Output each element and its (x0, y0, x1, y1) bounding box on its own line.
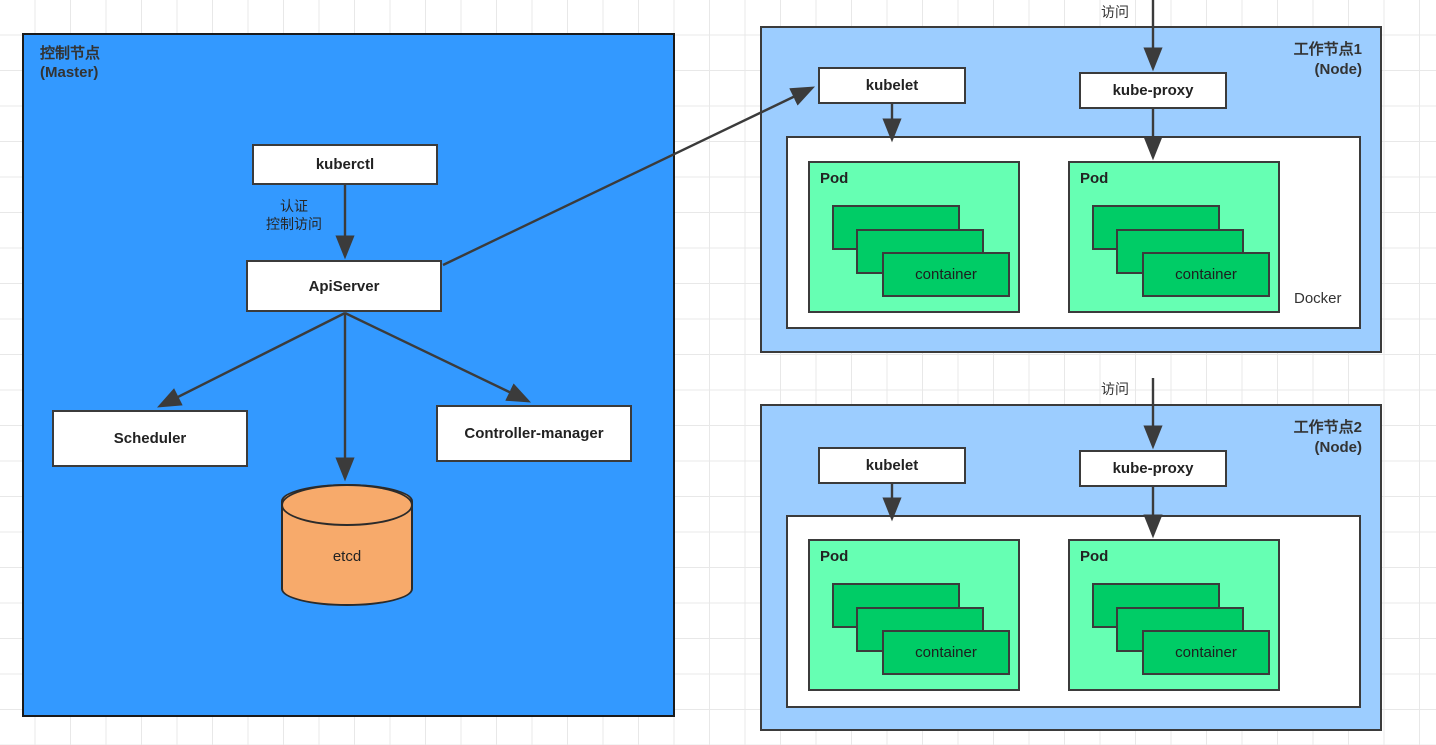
worker-node-1-title: 工作节点1 (Node) (1293, 41, 1362, 78)
auth-edge-label: 认证 控制访问 (266, 198, 322, 232)
container-card-front[interactable]: container (882, 630, 1010, 675)
apiserver-box[interactable]: ApiServer (246, 260, 442, 312)
node-2-pod-2: Pod container (1068, 539, 1280, 691)
node-1-pod-2: Pod container (1068, 161, 1280, 313)
pod-label: Pod (1080, 548, 1109, 565)
container-card-front[interactable]: container (882, 252, 1010, 297)
worker-node-2-title: 工作节点2 (Node) (1293, 419, 1362, 456)
container-card-front[interactable]: container (1142, 630, 1270, 675)
etcd-cylinder[interactable]: etcd (281, 484, 413, 606)
container-card-front[interactable]: container (1142, 252, 1270, 297)
node-2-pod-1: Pod container (808, 539, 1020, 691)
node-2-kube-proxy-box[interactable]: kube-proxy (1079, 450, 1227, 487)
node-1-docker-label: Docker (1294, 290, 1342, 307)
etcd-cylinder-top (281, 484, 413, 526)
pod-label: Pod (1080, 170, 1109, 187)
node-1-pod-1: Pod container (808, 161, 1020, 313)
master-zone (22, 33, 675, 717)
node-2-kubelet-box[interactable]: kubelet (818, 447, 966, 484)
pod-label: Pod (820, 170, 849, 187)
kubectl-box[interactable]: kuberctl (252, 144, 438, 185)
etcd-label: etcd (332, 548, 362, 565)
node-1-access-label: 访问 (1101, 4, 1129, 20)
controller-manager-box[interactable]: Controller-manager (436, 405, 632, 462)
pod-label: Pod (820, 548, 849, 565)
scheduler-box[interactable]: Scheduler (52, 410, 248, 467)
node-1-kube-proxy-box[interactable]: kube-proxy (1079, 72, 1227, 109)
node-1-kubelet-box[interactable]: kubelet (818, 67, 966, 104)
master-zone-title: 控制节点 (Master) (40, 45, 101, 82)
node-2-access-label: 访问 (1101, 381, 1129, 397)
